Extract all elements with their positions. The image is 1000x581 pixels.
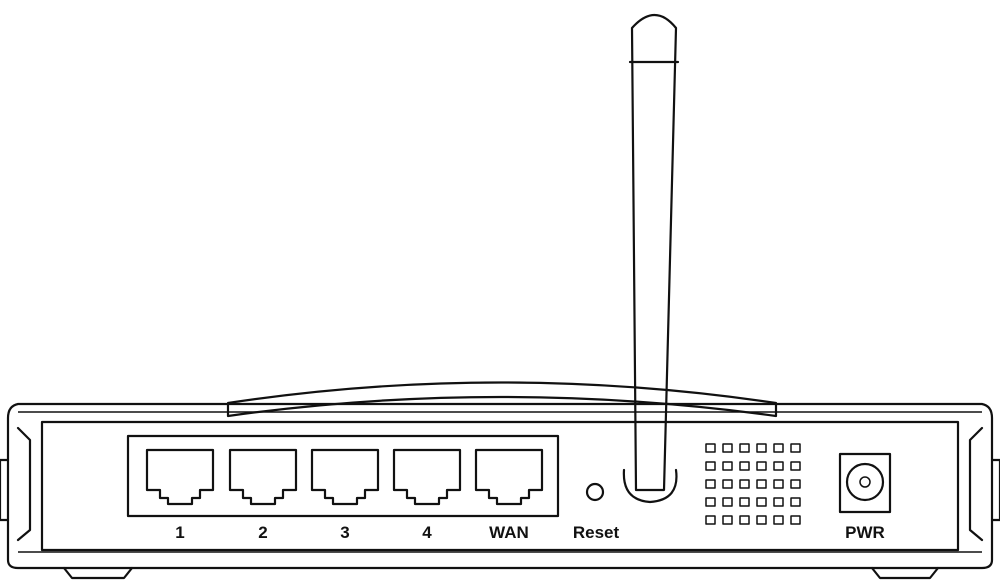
vent-slot — [705, 497, 716, 507]
vent-slot — [756, 515, 767, 525]
power-label: PWR — [845, 523, 885, 542]
vent-slot — [722, 515, 733, 525]
router-chassis — [0, 402, 1000, 580]
port-label-3: 3 — [340, 523, 349, 542]
ethernet-port-wan[interactable] — [474, 448, 544, 506]
antenna — [622, 13, 680, 504]
ethernet-ports — [145, 448, 544, 506]
vent-slot — [756, 479, 767, 489]
vent-slot — [773, 443, 784, 453]
reset-label: Reset — [573, 523, 620, 542]
chassis-top-hump — [226, 381, 778, 418]
port-block — [126, 434, 560, 518]
rj45-jack-outline — [392, 448, 462, 506]
ethernet-port-1[interactable] — [145, 448, 215, 506]
rj45-jack-outline — [310, 448, 380, 506]
vent-slot — [790, 515, 801, 525]
vent-slot — [790, 443, 801, 453]
vent-slot — [739, 461, 750, 471]
vent-grid — [705, 443, 801, 525]
ethernet-port-4[interactable] — [392, 448, 462, 506]
rj45-jack-outline — [145, 448, 215, 506]
vent-slot — [705, 461, 716, 471]
vent-slot — [739, 479, 750, 489]
vent-slot — [790, 479, 801, 489]
rj45-jack-outline — [228, 448, 298, 506]
vent-slot — [705, 515, 716, 525]
power-jack[interactable] — [838, 452, 892, 514]
vent-slot — [790, 461, 801, 471]
vent-slot — [739, 443, 750, 453]
vent-slot — [722, 443, 733, 453]
reset-button[interactable] — [585, 482, 605, 502]
port-label-wan: WAN — [489, 523, 529, 542]
vent-slot — [756, 497, 767, 507]
vent-slot — [790, 497, 801, 507]
port-label-2: 2 — [258, 523, 267, 542]
vent-slot — [722, 461, 733, 471]
vent-slot — [773, 479, 784, 489]
vent-slot — [739, 515, 750, 525]
vent-slot — [756, 461, 767, 471]
vent-slot — [773, 497, 784, 507]
ethernet-port-2[interactable] — [228, 448, 298, 506]
vent-slot — [705, 479, 716, 489]
vent-slot — [722, 479, 733, 489]
ethernet-port-3[interactable] — [310, 448, 380, 506]
vent-slot — [756, 443, 767, 453]
rj45-jack-outline — [474, 448, 544, 506]
vent-slot — [773, 515, 784, 525]
port-label-4: 4 — [422, 523, 432, 542]
vent-slot — [739, 497, 750, 507]
vent-slot — [722, 497, 733, 507]
vent-slot — [773, 461, 784, 471]
port-label-1: 1 — [175, 523, 184, 542]
vent-slot — [705, 443, 716, 453]
